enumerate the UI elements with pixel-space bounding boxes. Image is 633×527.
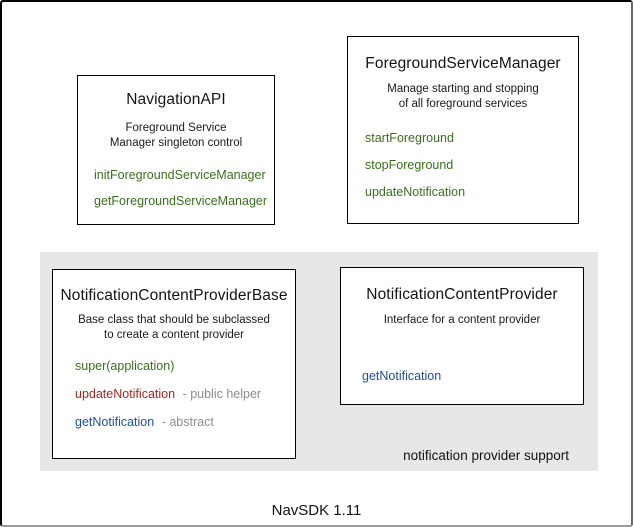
- method-name: stopForeground: [365, 158, 454, 172]
- method-name: getNotification: [75, 415, 155, 429]
- class-title: NavigationAPI: [126, 91, 226, 108]
- method-list: initForegroundServiceManager getForegrou…: [78, 167, 274, 209]
- description-line: Foreground Service: [125, 122, 227, 134]
- method-name: getNotification: [362, 369, 442, 383]
- method-annotation: - abstract: [161, 415, 214, 429]
- description-line: Manage starting and stopping: [387, 83, 539, 95]
- description-line: to create a content provider: [104, 329, 244, 341]
- class-title: NotificationContentProvider: [366, 286, 558, 303]
- method-name: super(application): [75, 359, 175, 373]
- class-title: NotificationContentProviderBase: [60, 287, 288, 304]
- method-name: initForegroundServiceManager: [94, 168, 266, 182]
- notification-content-provider-class-box: NotificationContentProvider Interface fo…: [340, 267, 584, 405]
- notification-content-provider-base-class-box: NotificationContentProviderBase Base cla…: [52, 269, 296, 459]
- method-row: updateNotification: [365, 184, 578, 200]
- diagram-caption: NavSDK 1.11: [271, 502, 362, 519]
- class-title: ForegroundServiceManager: [365, 55, 561, 72]
- method-row: stopForeground: [365, 157, 578, 173]
- foreground-service-manager-class-box: ForegroundServiceManager Manage starting…: [347, 36, 579, 224]
- navigation-api-class-box: NavigationAPI Foreground Service Manager…: [77, 75, 275, 225]
- description-line: Base class that should be subclassed: [78, 314, 270, 326]
- method-annotation: - public helper: [182, 387, 262, 401]
- method-row: initForegroundServiceManager: [94, 167, 274, 183]
- class-description: Manage starting and stopping of all fore…: [348, 82, 578, 112]
- description-line: Manager singleton control: [109, 137, 243, 149]
- panel-label: notification provider support: [403, 448, 569, 463]
- method-list: startForeground stopForeground updateNot…: [348, 130, 578, 200]
- method-row: startForeground: [365, 130, 578, 146]
- class-description: Base class that should be subclassed to …: [53, 313, 295, 343]
- method-name: updateNotification: [365, 185, 466, 199]
- method-list: super(application) updateNotification - …: [53, 358, 295, 430]
- method-list: getNotification: [341, 368, 583, 384]
- method-name: updateNotification: [75, 387, 176, 401]
- description-line: of all foreground services: [398, 98, 528, 110]
- class-description: Interface for a content provider: [341, 313, 583, 328]
- method-row: updateNotification - public helper: [75, 386, 295, 402]
- method-name: startForeground: [365, 131, 454, 145]
- method-row: getForegroundServiceManager: [94, 193, 274, 209]
- method-row: getNotification - abstract: [75, 414, 295, 430]
- description-line: Interface for a content provider: [383, 314, 541, 326]
- class-description: Foreground Service Manager singleton con…: [78, 121, 274, 151]
- method-name: getForegroundServiceManager: [94, 194, 268, 208]
- method-row: super(application): [75, 358, 295, 374]
- method-row: getNotification: [362, 368, 583, 384]
